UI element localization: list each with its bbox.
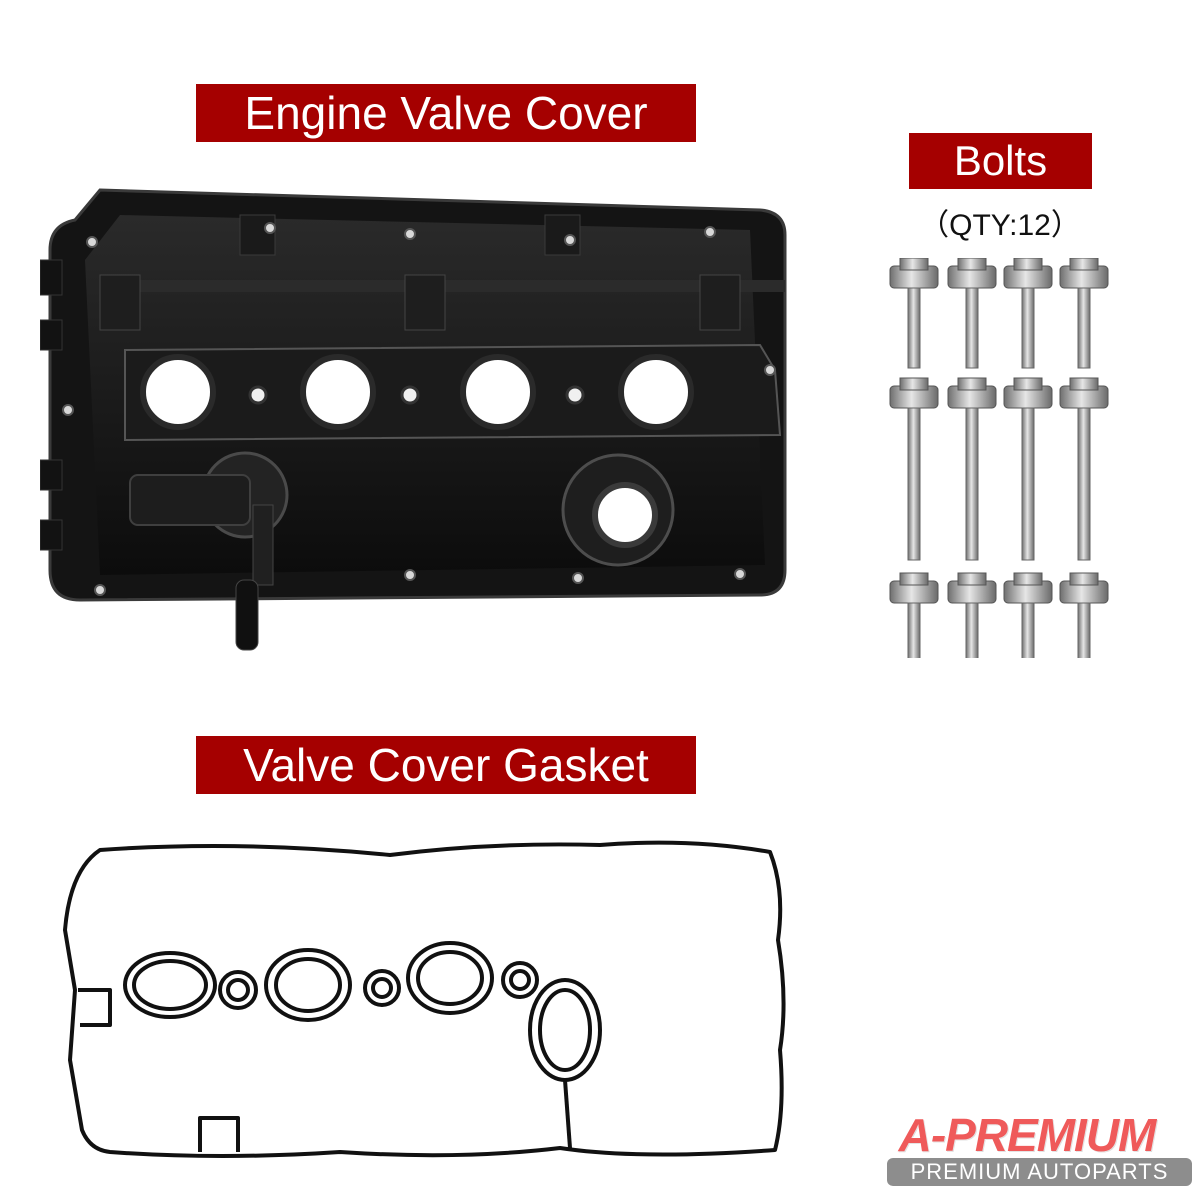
bolts-quantity: （QTY:12） — [919, 209, 1081, 242]
engine-valve-cover-image — [40, 188, 787, 651]
bolt-row-1 — [889, 258, 1109, 369]
brand-logo: A-PREMIUM — [898, 1109, 1157, 1161]
bolts-image — [889, 258, 1109, 658]
bolt-row-3 — [889, 572, 1109, 658]
valve-cover-gasket-image — [63, 840, 786, 1158]
bolt-row-2 — [889, 377, 1109, 561]
engine-valve-cover-label: Engine Valve Cover — [196, 84, 696, 142]
brand-tagline: PREMIUM AUTOPARTS — [887, 1158, 1192, 1186]
bolts-label: Bolts — [909, 133, 1092, 189]
valve-cover-gasket-label: Valve Cover Gasket — [196, 736, 696, 794]
